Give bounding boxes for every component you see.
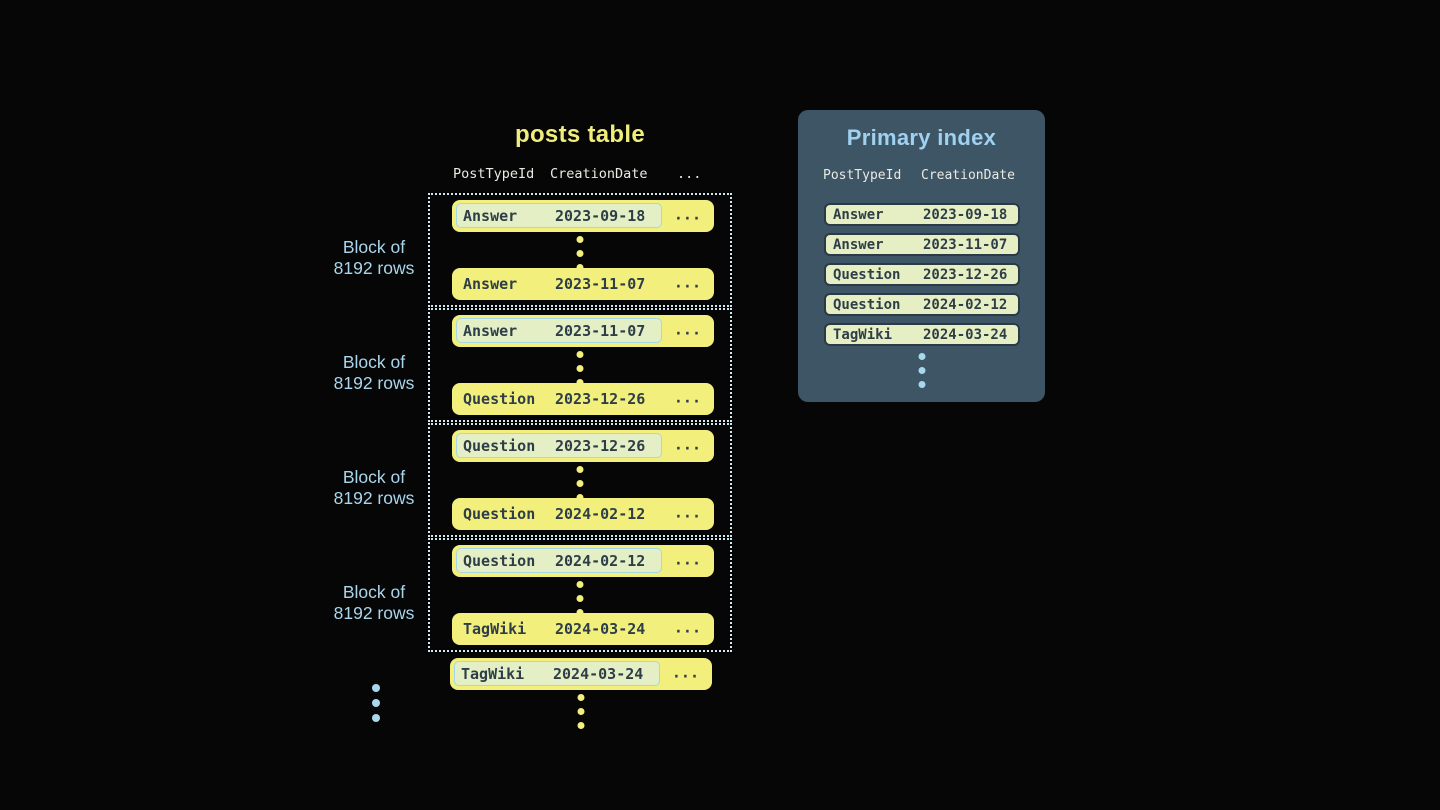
index-row: TagWiki 2024-03-24 [824,323,1020,346]
posts-header-ellipsis: ... [677,166,702,182]
indexed-values-highlight: Question 2024-02-12 [456,548,662,573]
row-more-columns: ... [671,663,699,682]
block-label-line1: Block of [342,237,406,257]
cell-creationdate: 2024-03-24 [555,619,646,638]
hidden-rows-dots [576,466,584,501]
row-more-columns: ... [673,503,701,522]
block-label-line1: Block of [342,582,406,602]
cell-posttypeid: TagWiki [461,664,525,683]
more-rows-dots [577,694,585,729]
index-row: Answer 2023-11-07 [824,233,1020,256]
row-cells: Question 2024-02-12 [456,501,662,526]
cell-creationdate: 2023-09-18 [923,206,1008,223]
table-row: Question 2024-02-12 ... [452,545,714,577]
indexed-values-highlight: Answer 2023-09-18 [456,203,662,228]
cell-posttypeid: Answer [463,321,518,340]
index-row: Question 2024-02-12 [824,293,1020,316]
cell-posttypeid: Question [463,436,536,455]
row-cells: Answer 2023-11-07 [456,271,662,296]
row-cells: Question 2023-12-26 [456,386,662,411]
block-2: Block of 8192 rows Answer 2023-11-07 ...… [334,308,732,422]
indexed-values-highlight: TagWiki 2024-03-24 [454,661,660,686]
cell-creationdate: 2023-11-07 [923,236,1008,253]
indexed-values-highlight: Answer 2023-11-07 [456,318,662,343]
table-row: TagWiki 2024-03-24 ... [452,613,714,645]
cell-creationdate: 2024-02-12 [555,504,646,523]
cell-creationdate: 2024-03-24 [923,326,1008,343]
cell-creationdate: 2024-02-12 [923,296,1008,313]
index-row: Question 2023-12-26 [824,263,1020,286]
index-header-posttypeid: PostTypeId [823,168,902,183]
posts-header-posttypeid: PostTypeId [453,166,535,182]
cell-posttypeid: Answer [463,206,518,225]
indexed-values-highlight: Question 2023-12-26 [456,433,662,458]
block-label-line2: 8192 rows [333,258,415,278]
row-more-columns: ... [673,550,701,569]
block-4: Block of 8192 rows Question 2024-02-12 .… [334,538,732,652]
table-row: Question 2023-12-26 ... [452,383,714,415]
cell-creationdate: 2023-11-07 [555,321,646,340]
table-row: Question 2024-02-12 ... [452,498,714,530]
primary-index-title: Primary index [846,125,997,150]
block-1-label: Block of 8192 rows [304,237,444,279]
cell-posttypeid: Question [833,296,901,313]
block-label-line1: Block of [342,352,406,372]
row-cells: TagWiki 2024-03-24 [456,616,662,641]
block-label-line2: 8192 rows [333,603,415,623]
cell-posttypeid: Answer [833,206,884,223]
cell-creationdate: 2023-11-07 [555,274,646,293]
cell-creationdate: 2024-02-12 [555,551,646,570]
cell-creationdate: 2024-03-24 [553,664,644,683]
posts-table-title: posts table [515,121,645,148]
cell-creationdate: 2023-12-26 [923,266,1008,283]
posts-header-creationdate: CreationDate [550,166,648,182]
row-more-columns: ... [673,435,701,454]
table-row: Answer 2023-11-07 ... [452,315,714,347]
cell-creationdate: 2023-09-18 [555,206,646,225]
table-row: Answer 2023-09-18 ... [452,200,714,232]
hidden-rows-dots [576,581,584,616]
cell-posttypeid: Question [463,551,536,570]
row-more-columns: ... [673,205,701,224]
block-4-label: Block of 8192 rows [304,582,444,624]
block-label-line2: 8192 rows [333,373,415,393]
row-more-columns: ... [673,273,701,292]
cell-posttypeid: Question [463,504,536,523]
row-more-columns: ... [673,320,701,339]
row-more-columns: ... [673,618,701,637]
row-more-columns: ... [673,388,701,407]
table-row: TagWiki 2024-03-24 ... [450,658,712,690]
cell-posttypeid: TagWiki [833,326,893,343]
cell-posttypeid: TagWiki [463,619,527,638]
index-row: Answer 2023-09-18 [824,203,1020,226]
block-3: Block of 8192 rows Question 2023-12-26 .… [334,423,732,537]
index-header-creationdate: CreationDate [921,168,1015,183]
block-label-line2: 8192 rows [333,488,415,508]
hidden-rows-dots [576,351,584,386]
cell-creationdate: 2023-12-26 [555,436,646,455]
cell-creationdate: 2023-12-26 [555,389,646,408]
more-index-entries-dots [918,353,925,388]
cell-posttypeid: Question [463,389,536,408]
block-3-label: Block of 8192 rows [304,467,444,509]
primary-index-panel: Primary index PostTypeId CreationDate An… [798,110,1045,402]
block-2-label: Block of 8192 rows [304,352,444,394]
block-label-line1: Block of [342,467,406,487]
more-blocks-dots [372,684,380,722]
block-1: Block of 8192 rows Answer 2023-09-18 ...… [334,193,732,307]
hidden-rows-dots [576,236,584,271]
cell-posttypeid: Question [833,266,901,283]
table-row: Question 2023-12-26 ... [452,430,714,462]
cell-posttypeid: Answer [833,236,884,253]
posts-table-column-headers: PostTypeId CreationDate ... [450,166,712,184]
table-row: Answer 2023-11-07 ... [452,268,714,300]
cell-posttypeid: Answer [463,274,518,293]
